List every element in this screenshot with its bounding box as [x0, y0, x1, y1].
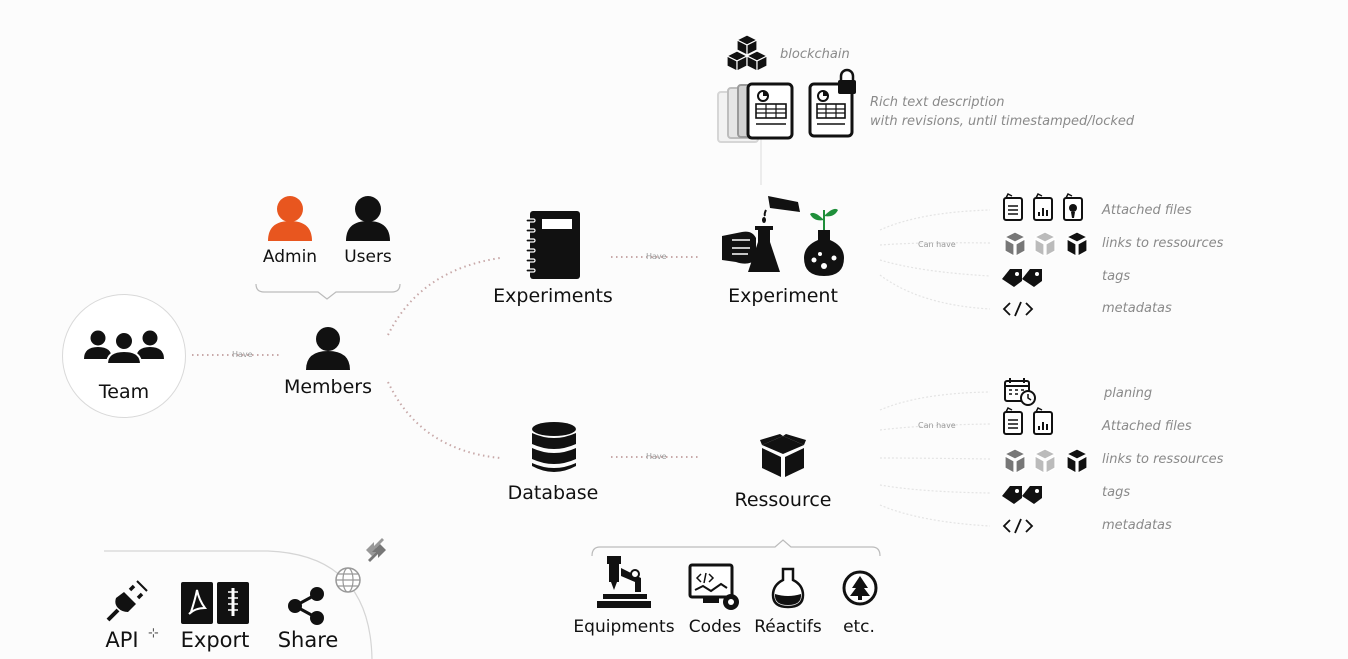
resource-links-icon [1003, 231, 1089, 258]
database-label: Database [507, 482, 599, 504]
team-label: Team [98, 381, 150, 403]
users-label: Users [344, 247, 392, 267]
experiments-experiment-connector: Have [646, 252, 667, 261]
admin-icon [268, 196, 312, 241]
locked-document-icon [808, 68, 856, 138]
ressource-feature-links: links to ressources [1102, 452, 1224, 467]
ressource-tags-icon [1002, 486, 1042, 504]
pdf-export-icon[interactable] [181, 582, 251, 626]
experiment-feature-metadatas: metadatas [1102, 301, 1172, 316]
type-codes-label: Codes [688, 617, 742, 637]
ressource-label: Ressource [734, 489, 832, 511]
database-icon [532, 422, 576, 472]
ressource-feature-attached-files: Attached files [1102, 419, 1192, 434]
team-node[interactable]: Team [62, 294, 186, 418]
share-icon[interactable] [287, 586, 327, 626]
experiment-can-have-connector: Can have [918, 240, 956, 249]
api-label[interactable]: API [105, 628, 139, 652]
codes-icon [688, 563, 739, 610]
blockchain-note: blockchain [780, 47, 850, 62]
ressource-links-icon [1003, 448, 1089, 475]
experiments-label: Experiments [493, 285, 613, 307]
globe-icon[interactable] [334, 566, 362, 594]
type-etc-label: etc. [843, 617, 875, 637]
type-reactifs-label: Réactifs [754, 617, 822, 637]
move-cursor-icon: ⊹ [148, 626, 159, 641]
experiment-feature-attached-files: Attached files [1102, 203, 1192, 218]
etc-icon [842, 570, 878, 606]
ressource-box-icon [760, 434, 806, 477]
rich-text-note-line2: with revisions, until timestamped/locked [870, 114, 1135, 129]
planning-icon [1004, 378, 1036, 406]
plug-icon[interactable] [106, 578, 150, 622]
document-revisions-icon [717, 82, 794, 143]
ressource-feature-metadatas: metadatas [1102, 518, 1172, 533]
ressource-feature-planing: planing [1104, 386, 1153, 401]
sync-arrows-icon[interactable] [362, 536, 390, 564]
attached-files-icon [1003, 192, 1083, 221]
admin-label: Admin [262, 247, 318, 267]
export-label[interactable]: Export [180, 628, 250, 652]
share-label[interactable]: Share [277, 628, 339, 652]
team-icon [84, 330, 164, 365]
ressource-attached-files-icon [1003, 406, 1053, 435]
tags-icon [1002, 269, 1042, 287]
database-ressource-connector: Have [646, 452, 667, 461]
reagent-flask-icon [771, 567, 805, 609]
member-icon [306, 327, 350, 370]
ressource-code-icon [1002, 518, 1034, 534]
type-equipments-label: Equipments [573, 617, 675, 637]
experiment-icon [722, 196, 800, 272]
notebook-icon [525, 211, 580, 279]
team-members-connector: Have [232, 350, 253, 359]
experiment-feature-tags: tags [1102, 269, 1131, 284]
plant-flask-icon [804, 208, 844, 276]
code-icon [1002, 301, 1034, 317]
ressource-can-have-connector: Can have [918, 421, 956, 430]
members-label: Members [283, 376, 373, 398]
ressource-feature-tags: tags [1102, 485, 1131, 500]
experiment-label: Experiment [728, 285, 838, 307]
blockchain-icon [725, 34, 769, 72]
user-icon [346, 196, 390, 241]
rich-text-note-line1: Rich text description [870, 95, 1005, 110]
experiment-feature-links: links to ressources [1102, 236, 1224, 251]
equipment-icon [597, 556, 651, 608]
